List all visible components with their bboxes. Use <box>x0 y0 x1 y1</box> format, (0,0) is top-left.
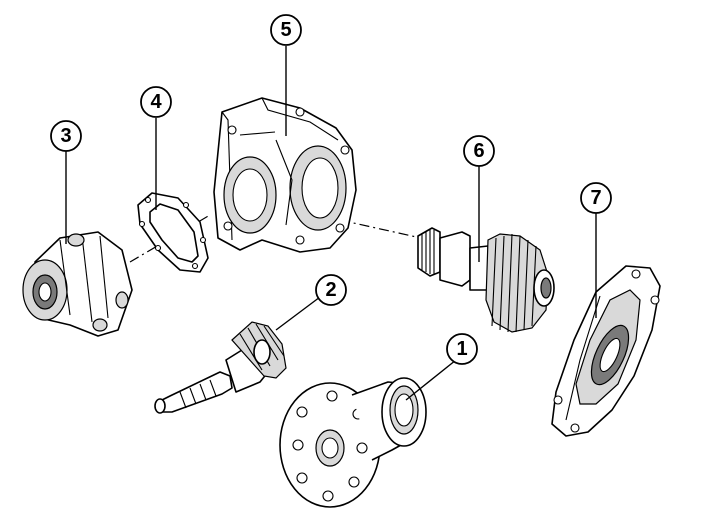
callout-6: 6 <box>463 135 495 167</box>
callout-5: 5 <box>270 14 302 46</box>
part-2-pinion-shaft <box>154 321 287 414</box>
part-5-transfer-housing <box>213 97 357 253</box>
part-3-extension-housing <box>22 231 133 337</box>
callout-7: 7 <box>580 182 612 214</box>
callout-1-label: 1 <box>456 338 467 360</box>
callout-4: 4 <box>140 86 172 118</box>
callout-3-label: 3 <box>60 125 71 147</box>
callout-2: 2 <box>315 274 347 306</box>
callout-4-label: 4 <box>150 91 162 113</box>
callout-2-label: 2 <box>325 279 336 301</box>
leader-lines <box>65 46 597 401</box>
part-1-flange-sleeve <box>279 377 427 508</box>
part-4-gasket <box>137 192 209 273</box>
callout-1: 1 <box>446 333 478 365</box>
callout-6-label: 6 <box>473 140 484 162</box>
part-7-cover-plate <box>551 265 661 437</box>
callout-5-label: 5 <box>280 19 291 41</box>
callout-3: 3 <box>50 120 82 152</box>
part-6-ring-gear-assembly <box>417 227 555 333</box>
callout-7-label: 7 <box>590 187 601 209</box>
